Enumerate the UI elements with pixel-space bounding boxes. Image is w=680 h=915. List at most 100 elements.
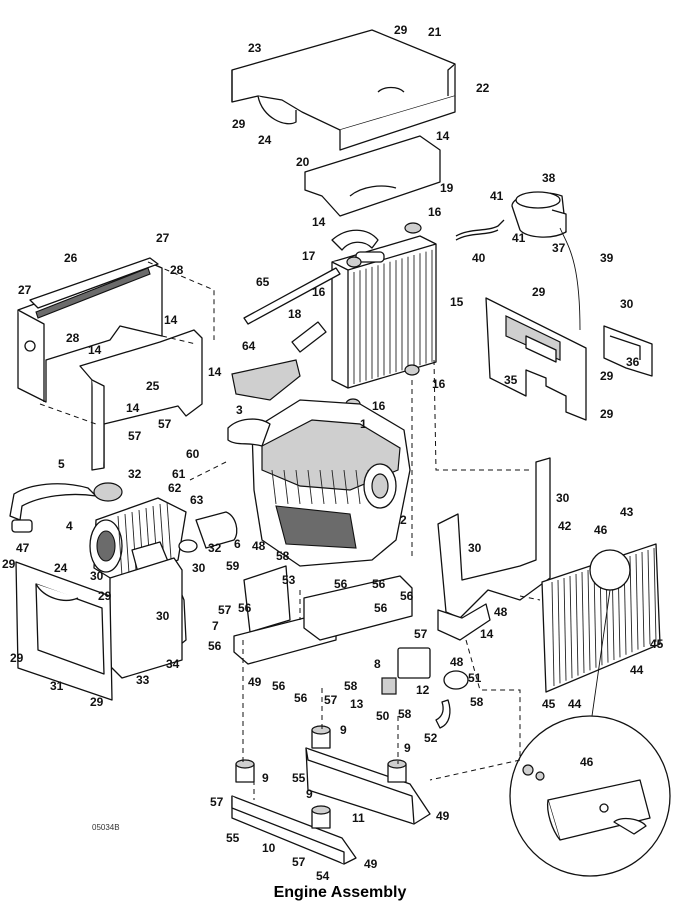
callout-29: 29 — [98, 589, 112, 603]
part-callouts: 29 21 23 22 29 24 14 20 19 14 16 38 41 4… — [2, 23, 664, 883]
callout-16: 16 — [312, 285, 326, 299]
rubber-mounts-9 — [235, 725, 407, 829]
callout-57: 57 — [324, 693, 338, 707]
radiator-side-shroud — [17, 257, 163, 403]
callout-36: 36 — [626, 355, 640, 369]
callout-19: 19 — [440, 181, 454, 195]
callout-30: 30 — [468, 541, 482, 555]
callout-30: 30 — [556, 491, 570, 505]
fin-line — [551, 581, 555, 687]
fin-line — [271, 469, 277, 505]
callout-28: 28 — [170, 263, 184, 277]
assembly-lines — [39, 261, 541, 800]
callout-30: 30 — [90, 569, 104, 583]
callout-22: 22 — [476, 81, 490, 95]
callout-47: 47 — [16, 541, 30, 555]
callout-63: 63 — [190, 493, 204, 507]
callout-56: 56 — [238, 601, 252, 615]
callout-60: 60 — [186, 447, 200, 461]
fin-line — [355, 469, 361, 505]
fin-line — [569, 575, 573, 679]
engine-mount-bracket-59 — [243, 565, 291, 633]
callout-55: 55 — [292, 771, 306, 785]
callout-14: 14 — [164, 313, 178, 327]
callout-29: 29 — [2, 557, 16, 571]
callout-58: 58 — [276, 549, 290, 563]
callout-46: 46 — [594, 523, 608, 537]
callout-56: 56 — [208, 639, 222, 653]
callout-56: 56 — [400, 589, 414, 603]
callout-56: 56 — [374, 601, 388, 615]
callout-29: 29 — [600, 369, 614, 383]
callout-17: 17 — [302, 249, 316, 263]
side-cover-31 — [15, 561, 113, 701]
bracket-48-14 — [437, 603, 491, 641]
callout-38: 38 — [542, 171, 556, 185]
callout-16: 16 — [372, 399, 386, 413]
callout-18: 18 — [288, 307, 302, 321]
callout-40: 40 — [472, 251, 486, 265]
callout-20: 20 — [296, 155, 310, 169]
callout-14: 14 — [208, 365, 222, 379]
drawing-number: 05034B — [92, 823, 120, 832]
callout-52: 52 — [424, 731, 438, 745]
callout-39: 39 — [600, 251, 614, 265]
fin-line — [641, 551, 645, 648]
callout-32: 32 — [208, 541, 222, 555]
callout-57: 57 — [292, 855, 306, 869]
fin-line — [653, 547, 657, 642]
callout-43: 43 — [620, 505, 634, 519]
detail-view — [509, 589, 671, 877]
callout-12: 12 — [416, 683, 430, 697]
callout-8: 8 — [374, 657, 381, 671]
callout-61: 61 — [172, 467, 186, 481]
fin-line — [587, 569, 591, 671]
callout-29: 29 — [394, 23, 408, 37]
callout-14: 14 — [126, 401, 140, 415]
relay-50 — [381, 677, 397, 695]
fin-line — [331, 469, 337, 505]
fin-line — [593, 567, 597, 668]
callout-51: 51 — [468, 671, 482, 685]
callout-49: 49 — [364, 857, 378, 871]
hose-clamp-32 — [93, 482, 123, 502]
fin-line — [124, 513, 130, 574]
callout-33: 33 — [136, 673, 150, 687]
fin-line — [283, 469, 289, 505]
fin-line — [343, 469, 349, 505]
callout-50: 50 — [376, 709, 390, 723]
callout-30: 30 — [156, 609, 170, 623]
callout-27: 27 — [156, 231, 170, 245]
callout-16: 16 — [428, 205, 442, 219]
callout-57: 57 — [158, 417, 172, 431]
callout-30: 30 — [620, 297, 634, 311]
callout-56: 56 — [294, 691, 308, 705]
callout-29: 29 — [600, 407, 614, 421]
fin-line — [295, 469, 301, 505]
fin-line — [557, 579, 561, 684]
callout-48: 48 — [494, 605, 508, 619]
strap-65 — [243, 267, 341, 325]
callout-53: 53 — [282, 573, 296, 587]
fin-line — [647, 549, 651, 645]
callout-48: 48 — [252, 539, 266, 553]
callout-56: 56 — [372, 577, 386, 591]
callout-29: 29 — [10, 651, 24, 665]
callout-49: 49 — [436, 809, 450, 823]
callout-9: 9 — [340, 723, 347, 737]
fin-line — [575, 573, 579, 676]
callout-15: 15 — [450, 295, 464, 309]
upper-radiator-hose — [331, 229, 379, 251]
callout-4: 4 — [66, 519, 73, 533]
callout-29: 29 — [532, 285, 546, 299]
callout-56: 56 — [272, 679, 286, 693]
fin-line — [635, 553, 639, 650]
callout-57: 57 — [218, 603, 232, 617]
callout-24: 24 — [258, 133, 272, 147]
clamp-47 — [11, 519, 33, 533]
callout-56: 56 — [334, 577, 348, 591]
callout-65: 65 — [256, 275, 270, 289]
callout-58: 58 — [344, 679, 358, 693]
callout-34: 34 — [166, 657, 180, 671]
